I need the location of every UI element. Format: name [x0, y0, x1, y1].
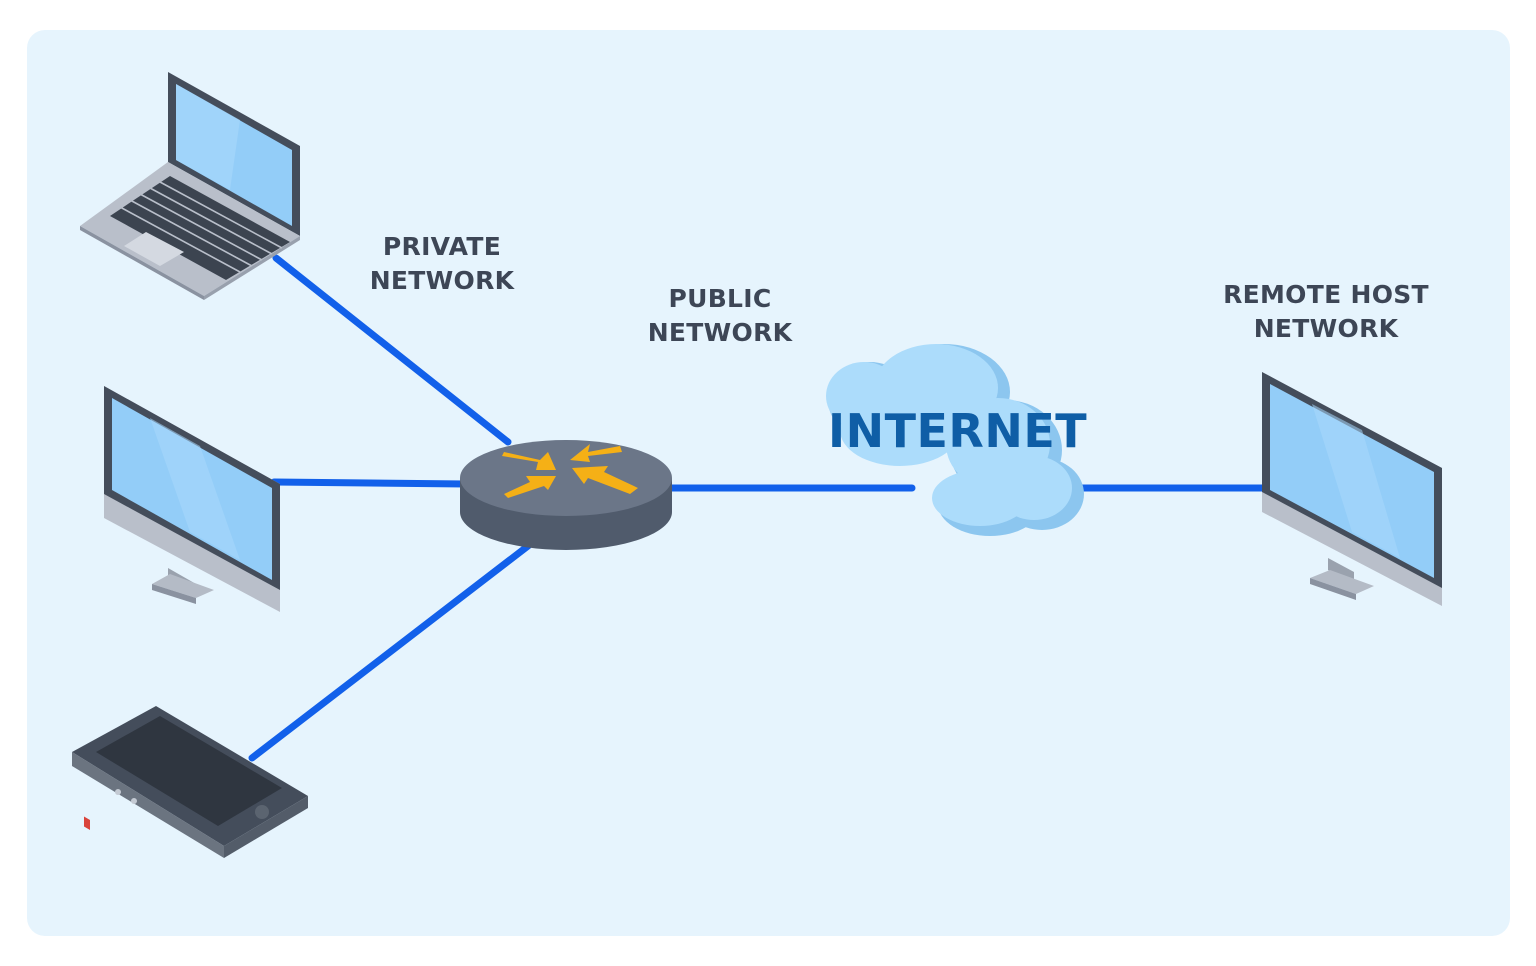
link-phone-router — [248, 542, 532, 762]
private-network-label: PRIVATE NETWORK — [352, 230, 532, 298]
link-laptop-router — [272, 254, 512, 446]
cloud-icon — [826, 344, 1084, 536]
laptop-icon — [80, 72, 300, 300]
public-network-label-line2: NETWORK — [647, 318, 793, 347]
link-desktop-router — [270, 478, 470, 488]
remote-host-network-label-line2: NETWORK — [1253, 314, 1399, 343]
remote-host-network-label-line1: REMOTE HOST — [1223, 280, 1429, 309]
router-arrows-icon — [502, 444, 638, 498]
desktop-monitor-icon — [104, 386, 280, 612]
public-network-label: PUBLIC NETWORK — [630, 282, 810, 350]
private-network-label-line1: PRIVATE — [382, 232, 502, 261]
remote-host-network-label: REMOTE HOST NETWORK — [1196, 278, 1456, 346]
router-icon — [460, 440, 672, 550]
internet-label: INTERNET — [828, 404, 1088, 458]
connection-lines — [248, 254, 1268, 762]
private-network-label-line2: NETWORK — [369, 266, 515, 295]
public-network-label-line1: PUBLIC — [668, 284, 772, 313]
remote-monitor-icon — [1262, 372, 1442, 606]
smartphone-icon — [72, 706, 308, 858]
